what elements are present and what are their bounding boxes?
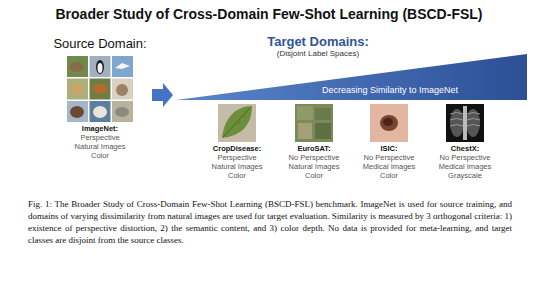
node-heading: CropDisease:: [193, 144, 281, 153]
diagram-title: Broader Study of Cross-Domain Few-Shot L…: [0, 6, 538, 23]
node-text: Color: [345, 171, 433, 180]
isic-image: [370, 104, 408, 142]
node-heading: Target Domains:: [175, 34, 461, 49]
node-text: No Perspective: [345, 153, 433, 162]
node-text: Color: [270, 171, 358, 180]
eurosat-image: [295, 104, 333, 142]
chestx-image: [446, 104, 484, 142]
target-domain: ISIC:No PerspectiveMedical ImagesColor: [345, 142, 433, 180]
node-heading: ChestX:: [421, 144, 509, 153]
target-similarity-band: Target Domains:(Disjoint Label Spaces)De…: [175, 54, 527, 100]
target-domain: CropDisease:PerspectiveNatural ImagesCol…: [193, 142, 281, 180]
node-text: Decreasing Similarity to ImageNet: [305, 85, 475, 96]
node-text: No Perspective: [270, 153, 358, 162]
node-heading: ISIC:: [345, 144, 433, 153]
node-text: Natural Images: [270, 162, 358, 171]
node-text: Natural Images: [50, 142, 150, 151]
node-text: Natural Images: [193, 162, 281, 171]
node-text: Perspective: [193, 153, 281, 162]
node-heading: Source Domain:: [50, 36, 150, 52]
node-text: No Perspective: [421, 153, 509, 162]
block-arrow: [152, 83, 173, 107]
target-domain: ChestX:No PerspectiveMedical ImagesGrays…: [421, 142, 509, 180]
figure-caption: Fig. 1: The Broader Study of Cross-Domai…: [28, 198, 512, 246]
node-text: Medical Images: [421, 162, 509, 171]
target-domain: EuroSAT:No PerspectiveNatural ImagesColo…: [270, 142, 358, 180]
node-text: Medical Images: [345, 162, 433, 171]
source-domain-panel: Source Domain: ImageNet:PerspectiveNatura…: [50, 36, 150, 160]
node-text: ImageNet:: [50, 124, 150, 133]
node-text: Grayscale: [421, 171, 509, 180]
node-heading: EuroSAT:: [270, 144, 358, 153]
node-text: Color: [193, 171, 281, 180]
node-text: Perspective: [50, 133, 150, 142]
imagenet-grid: [67, 56, 133, 122]
node-text: (Disjoint Label Spaces): [175, 49, 461, 59]
node-text: Color: [50, 151, 150, 160]
cropdisease-image: [218, 104, 256, 142]
triangle-band: [176, 54, 527, 100]
